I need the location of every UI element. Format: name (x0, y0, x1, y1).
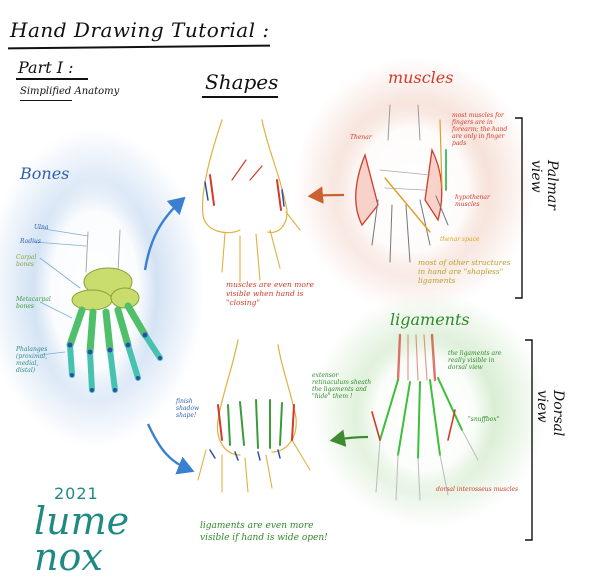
ligaments-glow (312, 292, 548, 528)
label-snuffbox: "snuffbox" (468, 416, 500, 423)
arrow-ligaments-to-shapes (329, 429, 369, 447)
label-ulna: Ulna (34, 224, 49, 231)
arrow-muscles-to-shapes (307, 186, 345, 204)
muscles-heading: muscles (388, 68, 454, 87)
ligaments-hand-sketch (371, 333, 479, 501)
shapes-bottom-hand-sketch (197, 339, 311, 493)
label-thenar: Thenar (350, 134, 372, 141)
logo-line1: lume (34, 499, 130, 543)
shapes-underline (202, 96, 278, 98)
lumenox-logo: 2021 lume nox (34, 484, 130, 579)
subtitle: Simplified Anatomy (20, 86, 120, 97)
palmar-view-label: Palmar view (528, 160, 560, 210)
ligaments-heading: ligaments (390, 310, 470, 329)
shapes-top-hand-sketch (201, 119, 301, 283)
logo-line2: nox (34, 535, 103, 579)
label-extensor-retinaculum: extensor retinaculum sheath the ligament… (312, 372, 372, 400)
note-muscles-closing: muscles are even more visible when hand … (226, 280, 314, 307)
label-thenar-space: thenar space (440, 236, 480, 243)
part-label: Part I : (18, 58, 74, 77)
label-dorsal-interosseus: dorsal interosseus muscles (436, 486, 519, 493)
muscles-hand-sketch (355, 104, 449, 263)
label-finish-shadow: finish shadow shape! (176, 398, 200, 419)
note-shapeless-ligaments: most of other structures in hand are "sh… (418, 258, 511, 285)
label-metacarpal: Metacarpal bones (16, 296, 51, 310)
arrow-bones-to-shapes-top (143, 196, 186, 271)
bones-heading: Bones (20, 164, 70, 183)
note-ligaments-open: ligaments are even more visible if hand … (200, 521, 328, 543)
part-underline (16, 78, 88, 80)
label-hypothenar: hypothenar muscles (455, 194, 490, 208)
dorsal-view-label: Dorsal view (534, 390, 566, 437)
label-muscles-forearm: most muscles for fingers are in forearm;… (452, 112, 508, 147)
page-title: Hand Drawing Tutorial : (10, 18, 270, 42)
label-ligaments-visible: the ligaments are really visible in dors… (448, 350, 502, 371)
arrow-bones-to-shapes-bottom (146, 423, 195, 475)
label-carpal: Carpal bones (16, 254, 37, 268)
label-phalanges: Phalanges (proximal, medial, distal) (16, 346, 48, 374)
label-radius: Radius (20, 238, 41, 245)
palmar-bracket (515, 117, 523, 299)
shapes-heading: Shapes (205, 70, 279, 94)
logo-year: 2021 (54, 484, 99, 503)
subtitle-underline (20, 100, 72, 102)
dorsal-bracket (525, 339, 533, 541)
bones-hand-sketch (33, 227, 163, 393)
